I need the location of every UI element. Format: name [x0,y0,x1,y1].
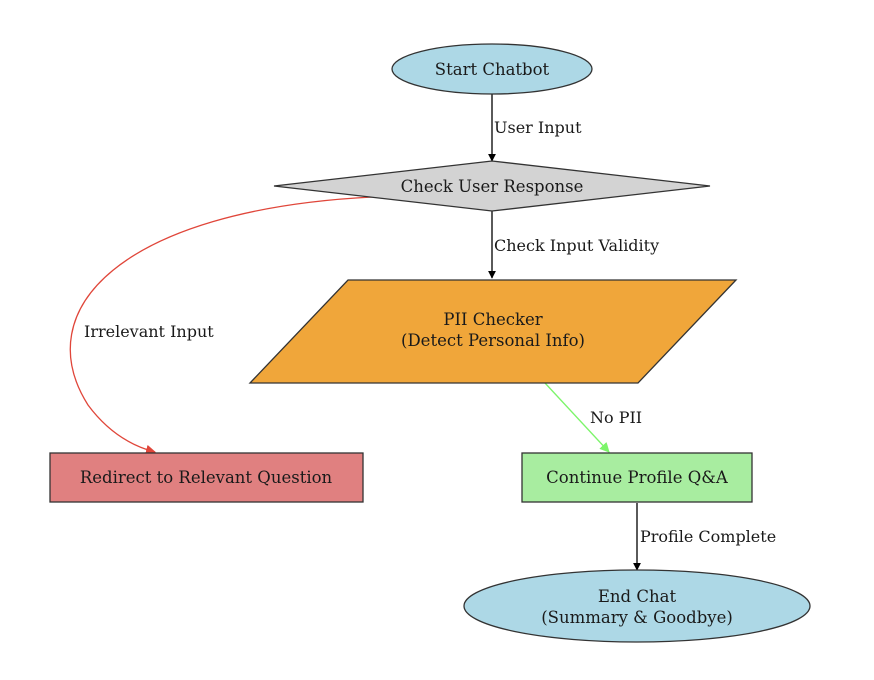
node-pii-checker: PII Checker (Detect Personal Info) [248,279,738,384]
node-pii-checker-shape [248,279,738,384]
node-check-user-response-label: Check User Response [401,177,584,196]
node-end-chat-label: End Chat [598,587,677,606]
edge-irrelevant-input-label: Irrelevant Input [84,322,214,341]
node-redirect-question-label: Redirect to Relevant Question [80,468,333,487]
node-continue-profile-label: Continue Profile Q&A [546,468,729,487]
node-check-user-response: Check User Response [273,160,711,212]
edge-irrelevant-input: Irrelevant Input [69,196,373,455]
edge-check-input-validity-label: Check Input Validity [494,236,659,255]
node-check-user-response-shape [273,160,711,212]
edge-profile-complete-label: Profile Complete [640,527,776,546]
node-redirect-question-shape [49,452,364,503]
node-continue-profile-shape [521,452,753,503]
node-pii-checker-sublabel: (Detect Personal Info) [401,331,585,350]
edge-user-input: User Input [488,94,582,162]
node-end-chat-sublabel: (Summary & Goodbye) [541,608,733,627]
node-redirect-question: Redirect to Relevant Question [49,452,364,503]
edge-profile-complete: Profile Complete [633,503,776,571]
node-pii-checker-label: PII Checker [443,310,542,329]
edge-no-pii-line [544,382,610,453]
edge-no-pii-label: No PII [590,408,642,427]
node-continue-profile: Continue Profile Q&A [521,452,753,503]
edge-irrelevant-input-line [69,196,373,455]
edge-no-pii: No PII [544,382,642,453]
node-start-chatbot: Start Chatbot [391,43,593,95]
node-end-chat-shape [463,569,811,643]
node-end-chat: End Chat (Summary & Goodbye) [463,569,811,643]
edge-user-input-label: User Input [494,118,582,137]
node-start-chatbot-shape [391,43,593,95]
edge-check-input-validity: Check Input Validity [488,211,659,279]
node-start-chatbot-label: Start Chatbot [435,60,550,79]
